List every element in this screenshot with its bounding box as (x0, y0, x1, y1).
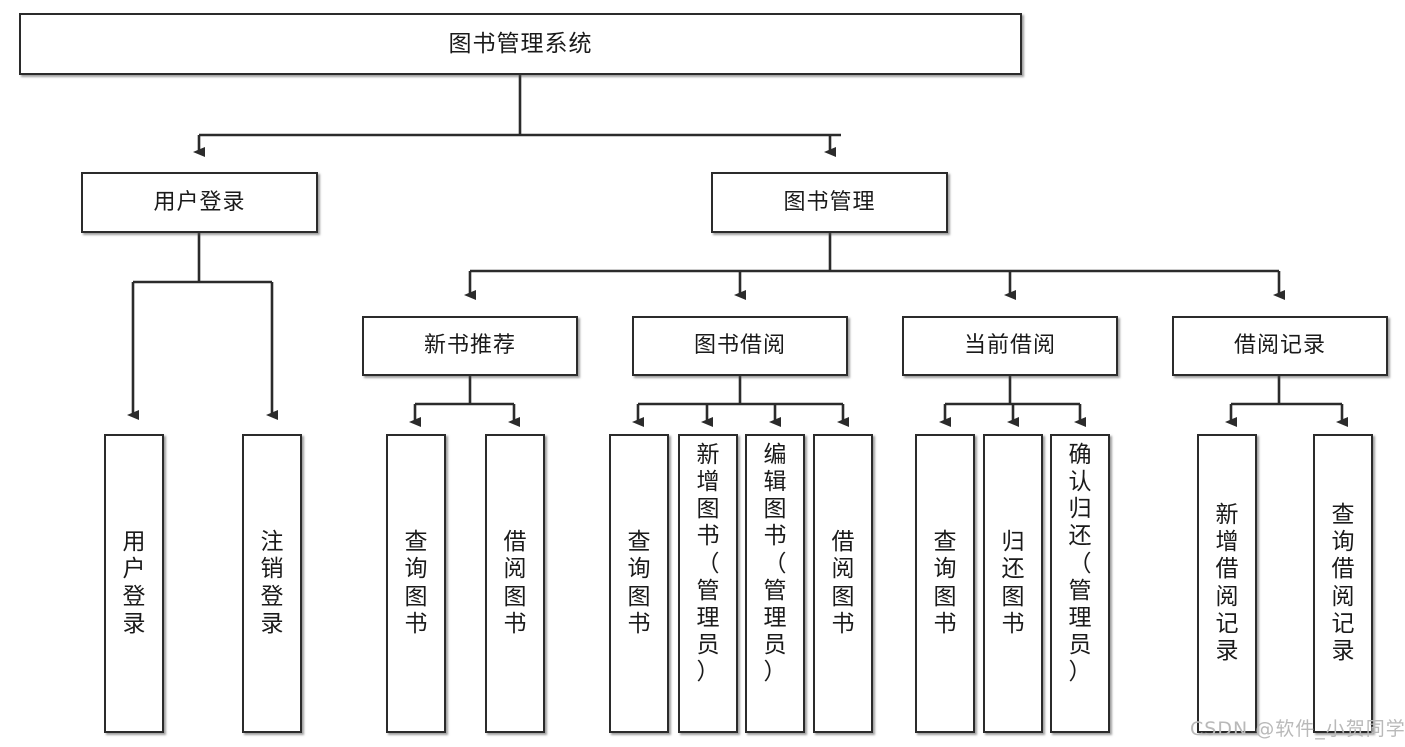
leaf-logout[interactable]: 注 销 登 录 (242, 434, 302, 733)
leaf-logout-label: 注 销 登 录 (260, 529, 284, 637)
leaf-add-borrow-record-label: 新 增 借 阅 记 录 (1215, 502, 1239, 664)
leaf-user-login[interactable]: 用 户 登 录 (104, 434, 164, 733)
leaf-query-borrow-record[interactable]: 查 询 借 阅 记 录 (1313, 434, 1373, 733)
leaf-query-borrow-record-label: 查 询 借 阅 记 录 (1331, 502, 1355, 664)
leaf-edit-book-admin-label: 编 辑 图 书 （ 管 理 员 ） (763, 442, 787, 685)
leaf-borrow-book-recommend[interactable]: 借 阅 图 书 (485, 434, 545, 733)
leaf-add-book-admin[interactable]: 新 增 图 书 （ 管 理 员 ） (678, 434, 738, 733)
leaf-return-book[interactable]: 归 还 图 书 (983, 434, 1043, 733)
leaf-query-book-recommend[interactable]: 查 询 图 书 (386, 434, 446, 733)
node-book-borrow-label: 图书借阅 (693, 333, 786, 359)
leaf-query-book-current[interactable]: 查 询 图 书 (915, 434, 975, 733)
node-borrow-record-label: 借阅记录 (1233, 333, 1326, 359)
leaf-borrow-book[interactable]: 借 阅 图 书 (813, 434, 873, 733)
leaf-add-book-admin-label: 新 增 图 书 （ 管 理 员 ） (696, 442, 720, 685)
leaf-borrow-book-label: 借 阅 图 书 (831, 529, 855, 637)
leaf-query-book-borrow-label: 查 询 图 书 (627, 529, 651, 637)
node-new-book-recommend[interactable]: 新书推荐 (362, 316, 578, 376)
leaf-query-book-current-label: 查 询 图 书 (933, 529, 957, 637)
csdn-watermark: CSDN @软件_小贺同学 (1190, 718, 1405, 740)
leaf-confirm-return-admin[interactable]: 确 认 归 还 （ 管 理 员 ） (1050, 434, 1110, 733)
node-current-borrow[interactable]: 当前借阅 (902, 316, 1118, 376)
node-book-manage[interactable]: 图书管理 (711, 172, 948, 233)
node-root-label: 图书管理系统 (448, 30, 593, 57)
node-root[interactable]: 图书管理系统 (19, 13, 1022, 75)
node-current-borrow-label: 当前借阅 (963, 333, 1056, 359)
leaf-confirm-return-admin-label: 确 认 归 还 （ 管 理 员 ） (1068, 442, 1092, 685)
node-user-login[interactable]: 用户登录 (81, 172, 318, 233)
leaf-add-borrow-record[interactable]: 新 增 借 阅 记 录 (1197, 434, 1257, 733)
leaf-query-book-borrow[interactable]: 查 询 图 书 (609, 434, 669, 733)
node-book-borrow[interactable]: 图书借阅 (632, 316, 848, 376)
node-book-manage-label: 图书管理 (783, 189, 876, 215)
leaf-edit-book-admin[interactable]: 编 辑 图 书 （ 管 理 员 ） (745, 434, 805, 733)
node-borrow-record[interactable]: 借阅记录 (1172, 316, 1388, 376)
node-user-login-label: 用户登录 (153, 189, 246, 215)
leaf-return-book-label: 归 还 图 书 (1001, 529, 1025, 637)
node-new-book-recommend-label: 新书推荐 (423, 333, 516, 359)
leaf-borrow-book-recommend-label: 借 阅 图 书 (503, 529, 527, 637)
leaf-query-book-recommend-label: 查 询 图 书 (404, 529, 428, 637)
leaf-user-login-label: 用 户 登 录 (122, 529, 146, 637)
